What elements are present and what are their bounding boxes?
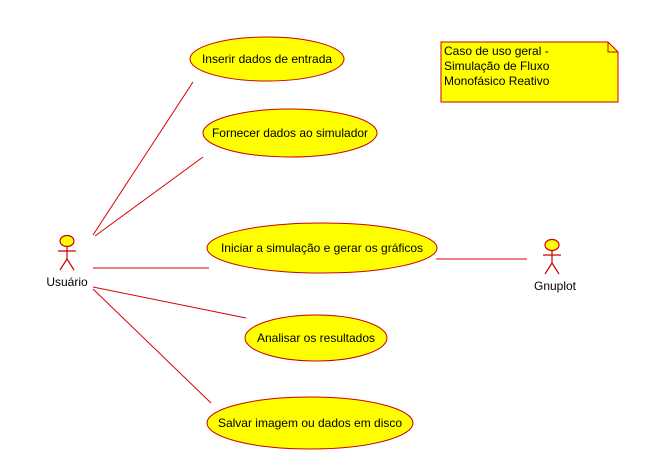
actor-figure — [543, 238, 561, 275]
note-line: Simulação de Fluxo — [444, 59, 550, 73]
actor-figure — [58, 234, 76, 271]
use-case-label: Salvar imagem ou dados em disco — [218, 416, 402, 430]
use-case-label: Inserir dados de entrada — [202, 52, 332, 66]
association-user-analisar — [92, 286, 247, 319]
note-line: Caso de uso geral - — [444, 44, 549, 58]
use-case-fornecer-dados[interactable]: Fornecer dados ao simulador — [202, 108, 378, 158]
use-case-iniciar-simulacao[interactable]: Iniciar a simulação e gerar os gráficos — [206, 222, 438, 274]
use-case-ellipse — [244, 314, 388, 362]
association-user-salvar — [92, 288, 212, 404]
actor-usuario[interactable]: Usuário — [46, 234, 88, 290]
note-shape — [440, 41, 619, 103]
actor-label: Usuário — [46, 275, 88, 289]
use-case-label: Analisar os resultados — [257, 331, 375, 345]
use-case-label: Iniciar a simulação e gerar os gráficos — [221, 241, 423, 255]
note-line: Monofásico Reativo — [444, 74, 550, 88]
actor-label: Gnuplot — [534, 279, 577, 293]
actor-gnuplot[interactable]: Gnuplot — [534, 238, 577, 294]
use-case-ellipse — [206, 396, 414, 450]
associations — [92, 81, 527, 404]
note-fold — [607, 42, 618, 53]
note[interactable] — [440, 41, 619, 103]
use-case-inserir-dados[interactable]: Inserir dados de entrada — [189, 36, 345, 82]
use-case-analisar-resultados[interactable]: Analisar os resultados — [244, 314, 388, 362]
use-case-label: Fornecer dados ao simulador — [212, 126, 368, 140]
note-text: Caso de uso geral - Simulação de Fluxo M… — [444, 44, 614, 89]
association-user-fornecer — [94, 156, 204, 237]
use-case-salvar-imagem[interactable]: Salvar imagem ou dados em disco — [206, 396, 414, 450]
use-case-ellipse — [189, 36, 345, 82]
association-user-inserir — [92, 81, 194, 236]
use-case-ellipse — [202, 108, 378, 158]
use-case-ellipse — [206, 222, 438, 274]
